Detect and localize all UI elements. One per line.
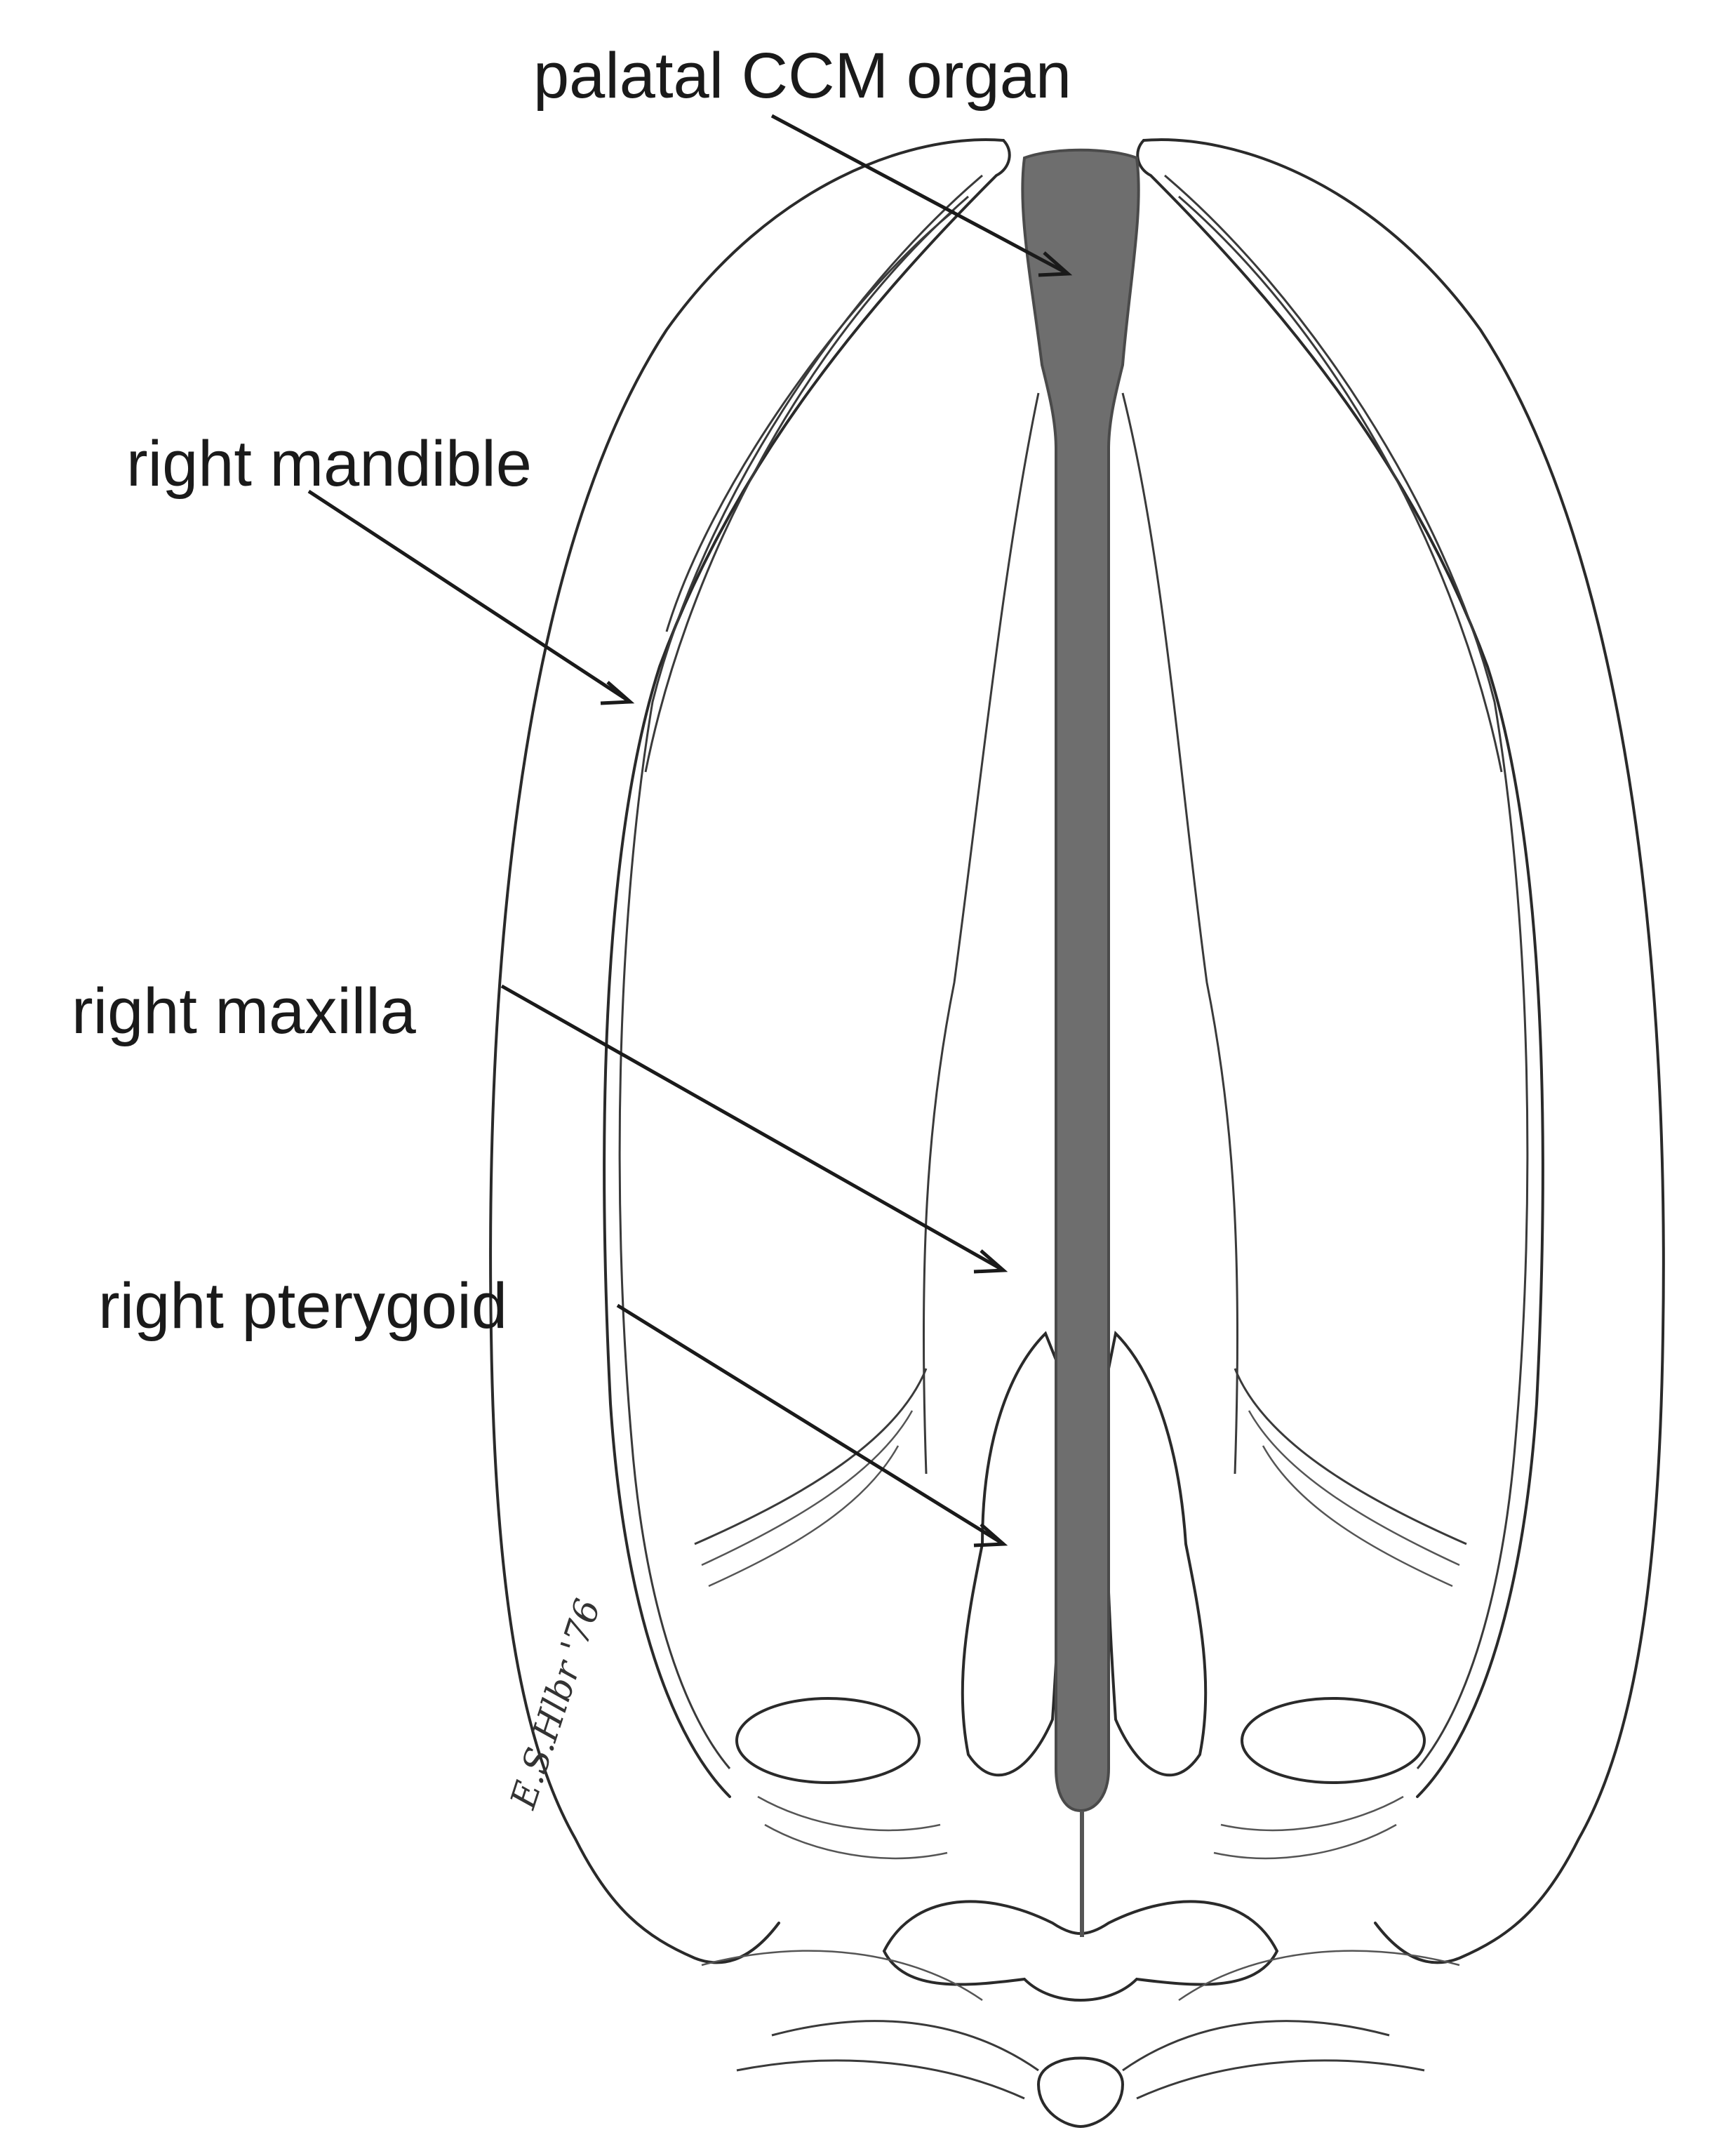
right-mandible-inner bbox=[603, 139, 1011, 1798]
maxilla-arrow bbox=[500, 984, 1005, 1272]
left-maxilla-outline bbox=[1121, 392, 1239, 1475]
palatal-ccm-organ bbox=[1021, 148, 1140, 1813]
label-right-maxilla: right maxilla bbox=[72, 976, 416, 1047]
basicranium bbox=[882, 1900, 1279, 2002]
label-palatal-ccm-organ: palatal CCM organ bbox=[533, 40, 1072, 112]
artist-signature: E.S.Hlbr '76 bbox=[502, 1594, 608, 1814]
label-right-pterygoid: right pterygoid bbox=[98, 1270, 507, 1342]
pterygoid-arrow bbox=[616, 1303, 1005, 1546]
mandible-arrow bbox=[307, 489, 631, 704]
right-pterygoid bbox=[961, 1331, 1064, 1777]
label-right-mandible: right mandible bbox=[126, 428, 532, 500]
right-mandible-outline bbox=[489, 138, 1005, 1964]
left-pterygoid bbox=[1104, 1330, 1208, 1777]
left-mandible-outline bbox=[1142, 138, 1665, 1964]
right-maxilla-outline bbox=[922, 392, 1040, 1475]
ccm-arrow bbox=[770, 114, 1069, 276]
